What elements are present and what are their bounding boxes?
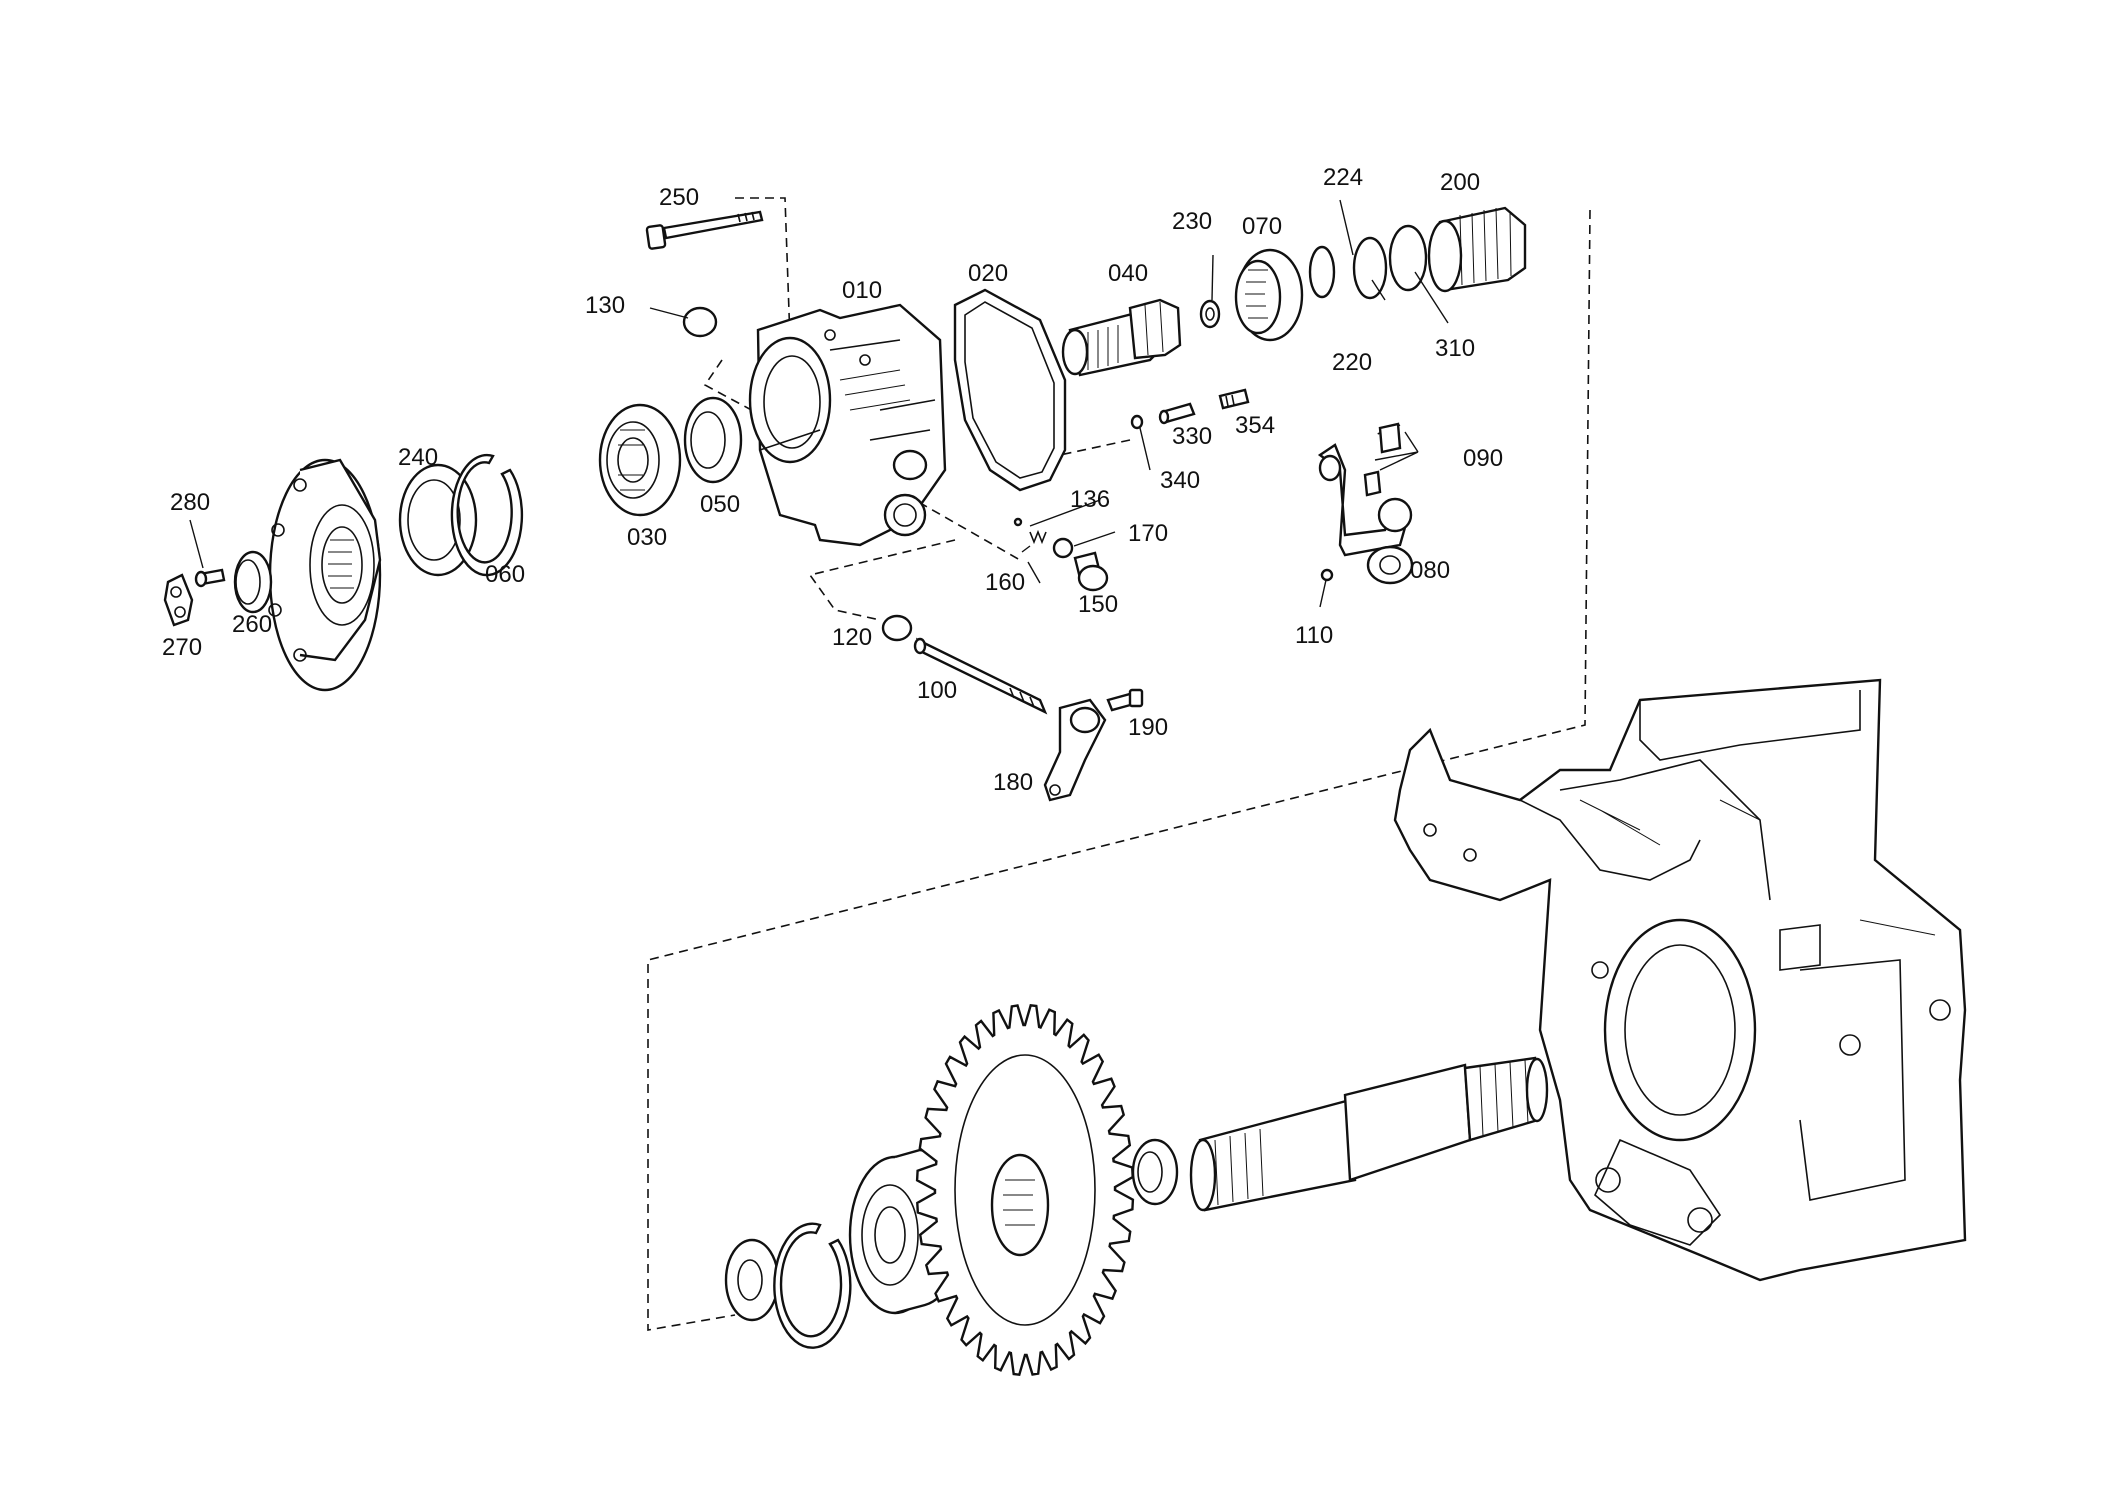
- part-250-bolt: [645, 210, 764, 250]
- label-030: 030: [627, 524, 667, 551]
- label-280: 280: [170, 489, 210, 516]
- label-260: 260: [232, 611, 272, 638]
- part-120-seal: [881, 614, 913, 642]
- label-070: 070: [1242, 213, 1282, 240]
- label-190: 190: [1128, 714, 1168, 741]
- label-050: 050: [700, 491, 740, 518]
- part-180-lever: [1043, 698, 1107, 802]
- label-170: 170: [1128, 520, 1168, 547]
- part-010-housing: [748, 303, 947, 547]
- label-354: 354: [1235, 412, 1275, 439]
- part-190-screw: [1106, 688, 1144, 712]
- label-230: 230: [1172, 208, 1212, 235]
- part-labels: 250 130 010 020 040 230 070 224 200 220 …: [162, 164, 1503, 796]
- part-354-screw: [1218, 388, 1250, 410]
- label-250: 250: [659, 184, 699, 211]
- label-310: 310: [1435, 335, 1475, 362]
- part-224-ring: [1308, 245, 1336, 299]
- label-100: 100: [917, 677, 957, 704]
- part-260-disc: [233, 550, 273, 614]
- label-330: 330: [1172, 423, 1212, 450]
- part-160-spring: [1029, 529, 1047, 545]
- label-136: 136: [1070, 486, 1110, 513]
- part-110-ball: [1320, 568, 1334, 582]
- part-080-lever: [1317, 443, 1414, 585]
- part-lower-shaft: [1189, 1056, 1549, 1212]
- label-240: 240: [398, 444, 438, 471]
- label-340: 340: [1160, 467, 1200, 494]
- label-120: 120: [832, 624, 872, 651]
- part-340-washer: [1130, 414, 1144, 430]
- assembly-guide-lines: [647, 197, 1591, 1331]
- part-output-flange: [268, 458, 382, 692]
- label-040: 040: [1108, 260, 1148, 287]
- label-020: 020: [968, 260, 1008, 287]
- part-200-sleeve: [1427, 206, 1527, 293]
- label-224: 224: [1323, 164, 1363, 191]
- label-060: 060: [485, 561, 525, 588]
- transmission-housing: [1393, 678, 1967, 1282]
- part-100-shaft: [913, 637, 1048, 715]
- part-090-detents: [1363, 422, 1402, 497]
- part-170-seal-ring: [1052, 537, 1074, 559]
- part-lower-circlip: [773, 1222, 852, 1349]
- label-180: 180: [993, 769, 1033, 796]
- part-050-seal: [683, 396, 743, 484]
- label-150: 150: [1078, 591, 1118, 618]
- label-110: 110: [1295, 622, 1333, 649]
- part-220-ring: [1352, 236, 1388, 300]
- label-270: 270: [162, 634, 202, 661]
- label-220: 220: [1332, 349, 1372, 376]
- label-160: 160: [985, 569, 1025, 596]
- part-280-screw: [194, 568, 226, 588]
- leader-lines: [189, 199, 1449, 608]
- part-330-pin: [1158, 402, 1196, 425]
- part-150-plug-screw: [1073, 551, 1109, 592]
- part-270-lock-plate: [163, 573, 194, 627]
- part-lower-gear: [915, 1003, 1135, 1377]
- part-060-circlip: [450, 453, 524, 577]
- part-136-ball: [1013, 517, 1023, 527]
- part-lower-seal: [1131, 1138, 1179, 1206]
- label-010: 010: [842, 277, 882, 304]
- part-020-gasket: [953, 288, 1067, 492]
- part-230-nut: [1199, 299, 1221, 329]
- label-130: 130: [585, 292, 625, 319]
- part-030-bearing: [598, 403, 682, 517]
- part-lower-washer: [724, 1238, 780, 1322]
- label-090: 090: [1463, 445, 1503, 472]
- part-040-shaft: [1061, 298, 1182, 377]
- part-070-coupling: [1234, 248, 1304, 342]
- label-080: 080: [1410, 557, 1450, 584]
- part-130-plug: [682, 306, 718, 338]
- label-200: 200: [1440, 169, 1480, 196]
